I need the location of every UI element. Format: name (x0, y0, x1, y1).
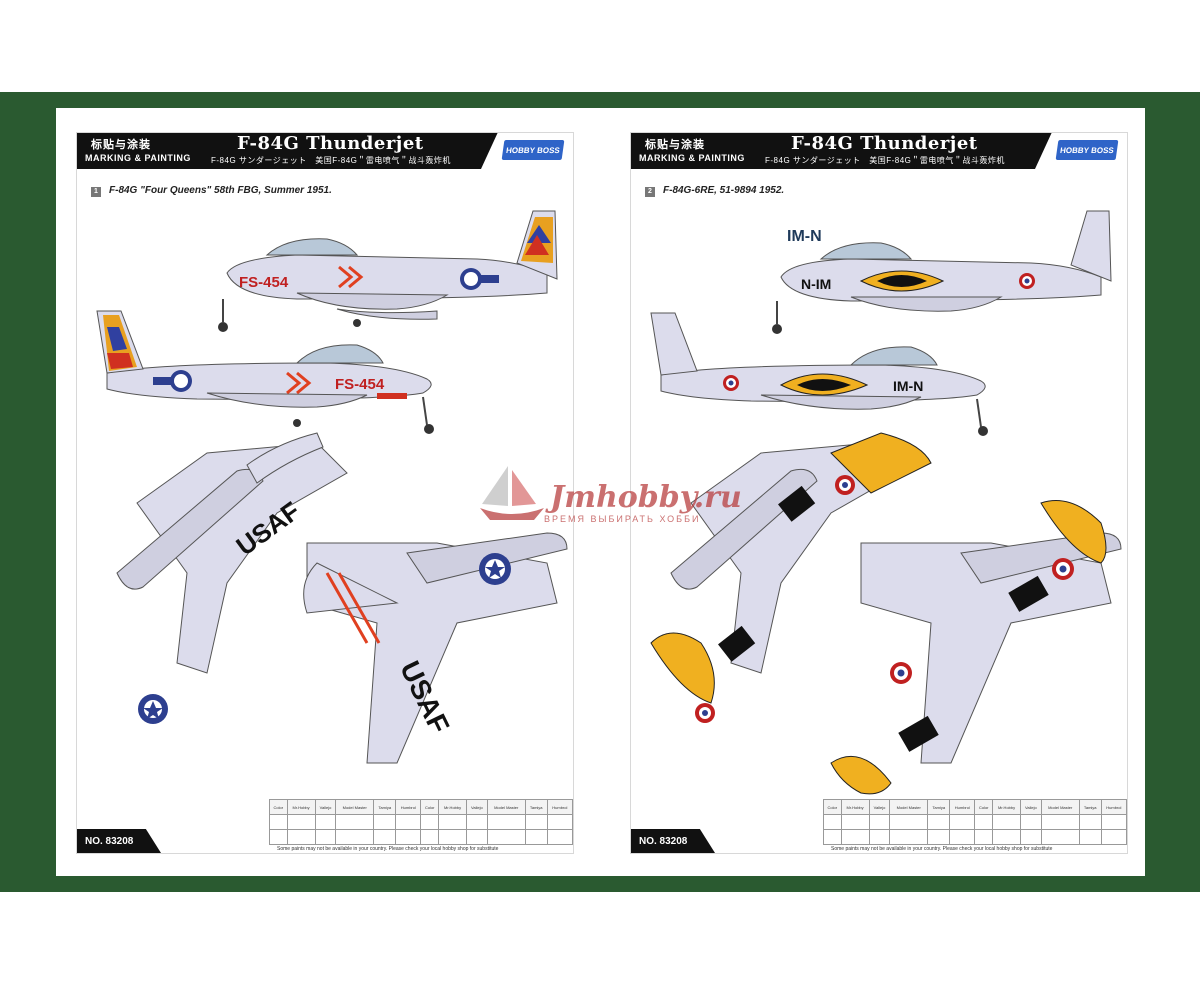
paint-header: Humbrol (546, 799, 574, 815)
code-callout: IM-N (787, 228, 822, 245)
paint-header: Tamiya (1078, 799, 1102, 815)
paint-header: Color (269, 799, 288, 815)
aircraft-profile-upper: FS-454 (218, 210, 558, 332)
hobbyboss-logo: HOBBY BOSS (501, 140, 565, 160)
paint-header: Humbrol (395, 799, 422, 815)
paint-reference-table: Color Mr.Hobby Vallejo Model Master Tami… (269, 799, 574, 845)
paint-header: Model Master (486, 799, 526, 815)
paint-reference-table: Color Mr.Hobby Vallejo Model Master Tami… (823, 799, 1128, 845)
paint-header: Color (974, 799, 994, 815)
paint-header: Color (420, 799, 440, 815)
aircraft-planform-left (650, 432, 932, 723)
sheet-title: F-84G Thunderjet (791, 133, 978, 154)
aircraft-planform-right (830, 500, 1122, 795)
paint-header: Model Master (335, 799, 375, 815)
aircraft-profile-lower: IM-N (650, 312, 988, 436)
aircraft-code-lower: FS-454 (335, 376, 385, 393)
watermark: Jmhobby.ru ВРЕМЯ ВЫБИРАТЬ ХОББИ (472, 458, 742, 538)
sheet-subtitle: F-84G サンダージェット 美国F-84G＂雷电喷气＂战斗轰炸机 (765, 156, 1005, 165)
sheet-header: 标贴与涂装 MARKING & PAINTING F-84G Thunderje… (77, 133, 573, 169)
aircraft-profile-upper: N-IM (772, 210, 1112, 334)
paint-note: Some paints may not be available in your… (277, 846, 499, 852)
paint-header: Mr.Hobby (840, 799, 870, 815)
paint-header: Vallejo (466, 799, 488, 815)
watermark-subtext: ВРЕМЯ ВЫБИРАТЬ ХОББИ (544, 514, 701, 524)
paint-header: Model Master (889, 799, 929, 815)
paint-header: Vallejo (314, 799, 337, 815)
header-cn: 标贴与涂装 (645, 139, 705, 151)
aircraft-profile-lower: FS-454 (96, 310, 434, 434)
header-en: MARKING & PAINTING (85, 153, 191, 163)
scheme-caption: 1 F-84G "Four Queens" 58th FBG, Summer 19… (91, 185, 332, 197)
aircraft-planform-right: USAF (303, 532, 568, 764)
aircraft-code-lower: IM-N (893, 378, 923, 394)
paint-note: Some paints may not be available in your… (831, 846, 1053, 852)
aircraft-illustration: IM-N N-IM (650, 210, 1122, 795)
scheme-title: F-84G "Four Queens" 58th FBG, Summer 195… (109, 185, 332, 196)
paint-header: Vallejo (868, 799, 891, 815)
aircraft-code-upper: FS-454 (239, 274, 289, 291)
header-en: MARKING & PAINTING (639, 153, 745, 163)
sheet-header: 标贴与涂装 MARKING & PAINTING F-84G Thunderje… (631, 133, 1127, 169)
sheet-subtitle: F-84G サンダージェット 美国F-84G＂雷电喷气＂战斗轰炸机 (211, 156, 451, 165)
paint-header: Mr.Hobby (438, 799, 468, 815)
aircraft-code-upper: N-IM (801, 276, 831, 292)
kit-number: NO. 83208 (631, 829, 715, 853)
kit-number: NO. 83208 (77, 829, 161, 853)
header-cn: 标贴与涂装 (91, 139, 151, 151)
paint-header: Humbrol (949, 799, 976, 815)
instruction-sheet-right: 标贴与涂装 MARKING & PAINTING F-84G Thunderje… (630, 132, 1128, 854)
paint-header: Model Master (1040, 799, 1080, 815)
scheme-caption: 2 F-84G-6RE, 51-9894 1952. (645, 185, 784, 197)
paint-header: Tamiya (524, 799, 548, 815)
paint-header: Tamiya (927, 799, 951, 815)
paint-header: Mr.Hobby (286, 799, 316, 815)
paint-header: Color (823, 799, 842, 815)
aircraft-planform-left: USAF (116, 432, 348, 724)
watermark-text: Jmhobby.ru (550, 480, 742, 515)
paint-header: Tamiya (373, 799, 397, 815)
ship-logo-icon (480, 466, 544, 520)
paint-header: Humbrol (1100, 799, 1128, 815)
scheme-number: 1 (91, 187, 101, 197)
paint-header: Mr.Hobby (992, 799, 1022, 815)
aircraft-illustration: FS-454 FS-454 (96, 210, 568, 764)
scheme-number: 2 (645, 187, 655, 197)
scheme-title: F-84G-6RE, 51-9894 1952. (663, 185, 785, 196)
sheet-title: F-84G Thunderjet (237, 133, 424, 154)
paint-header: Vallejo (1020, 799, 1042, 815)
hobbyboss-logo: HOBBY BOSS (1055, 140, 1119, 160)
